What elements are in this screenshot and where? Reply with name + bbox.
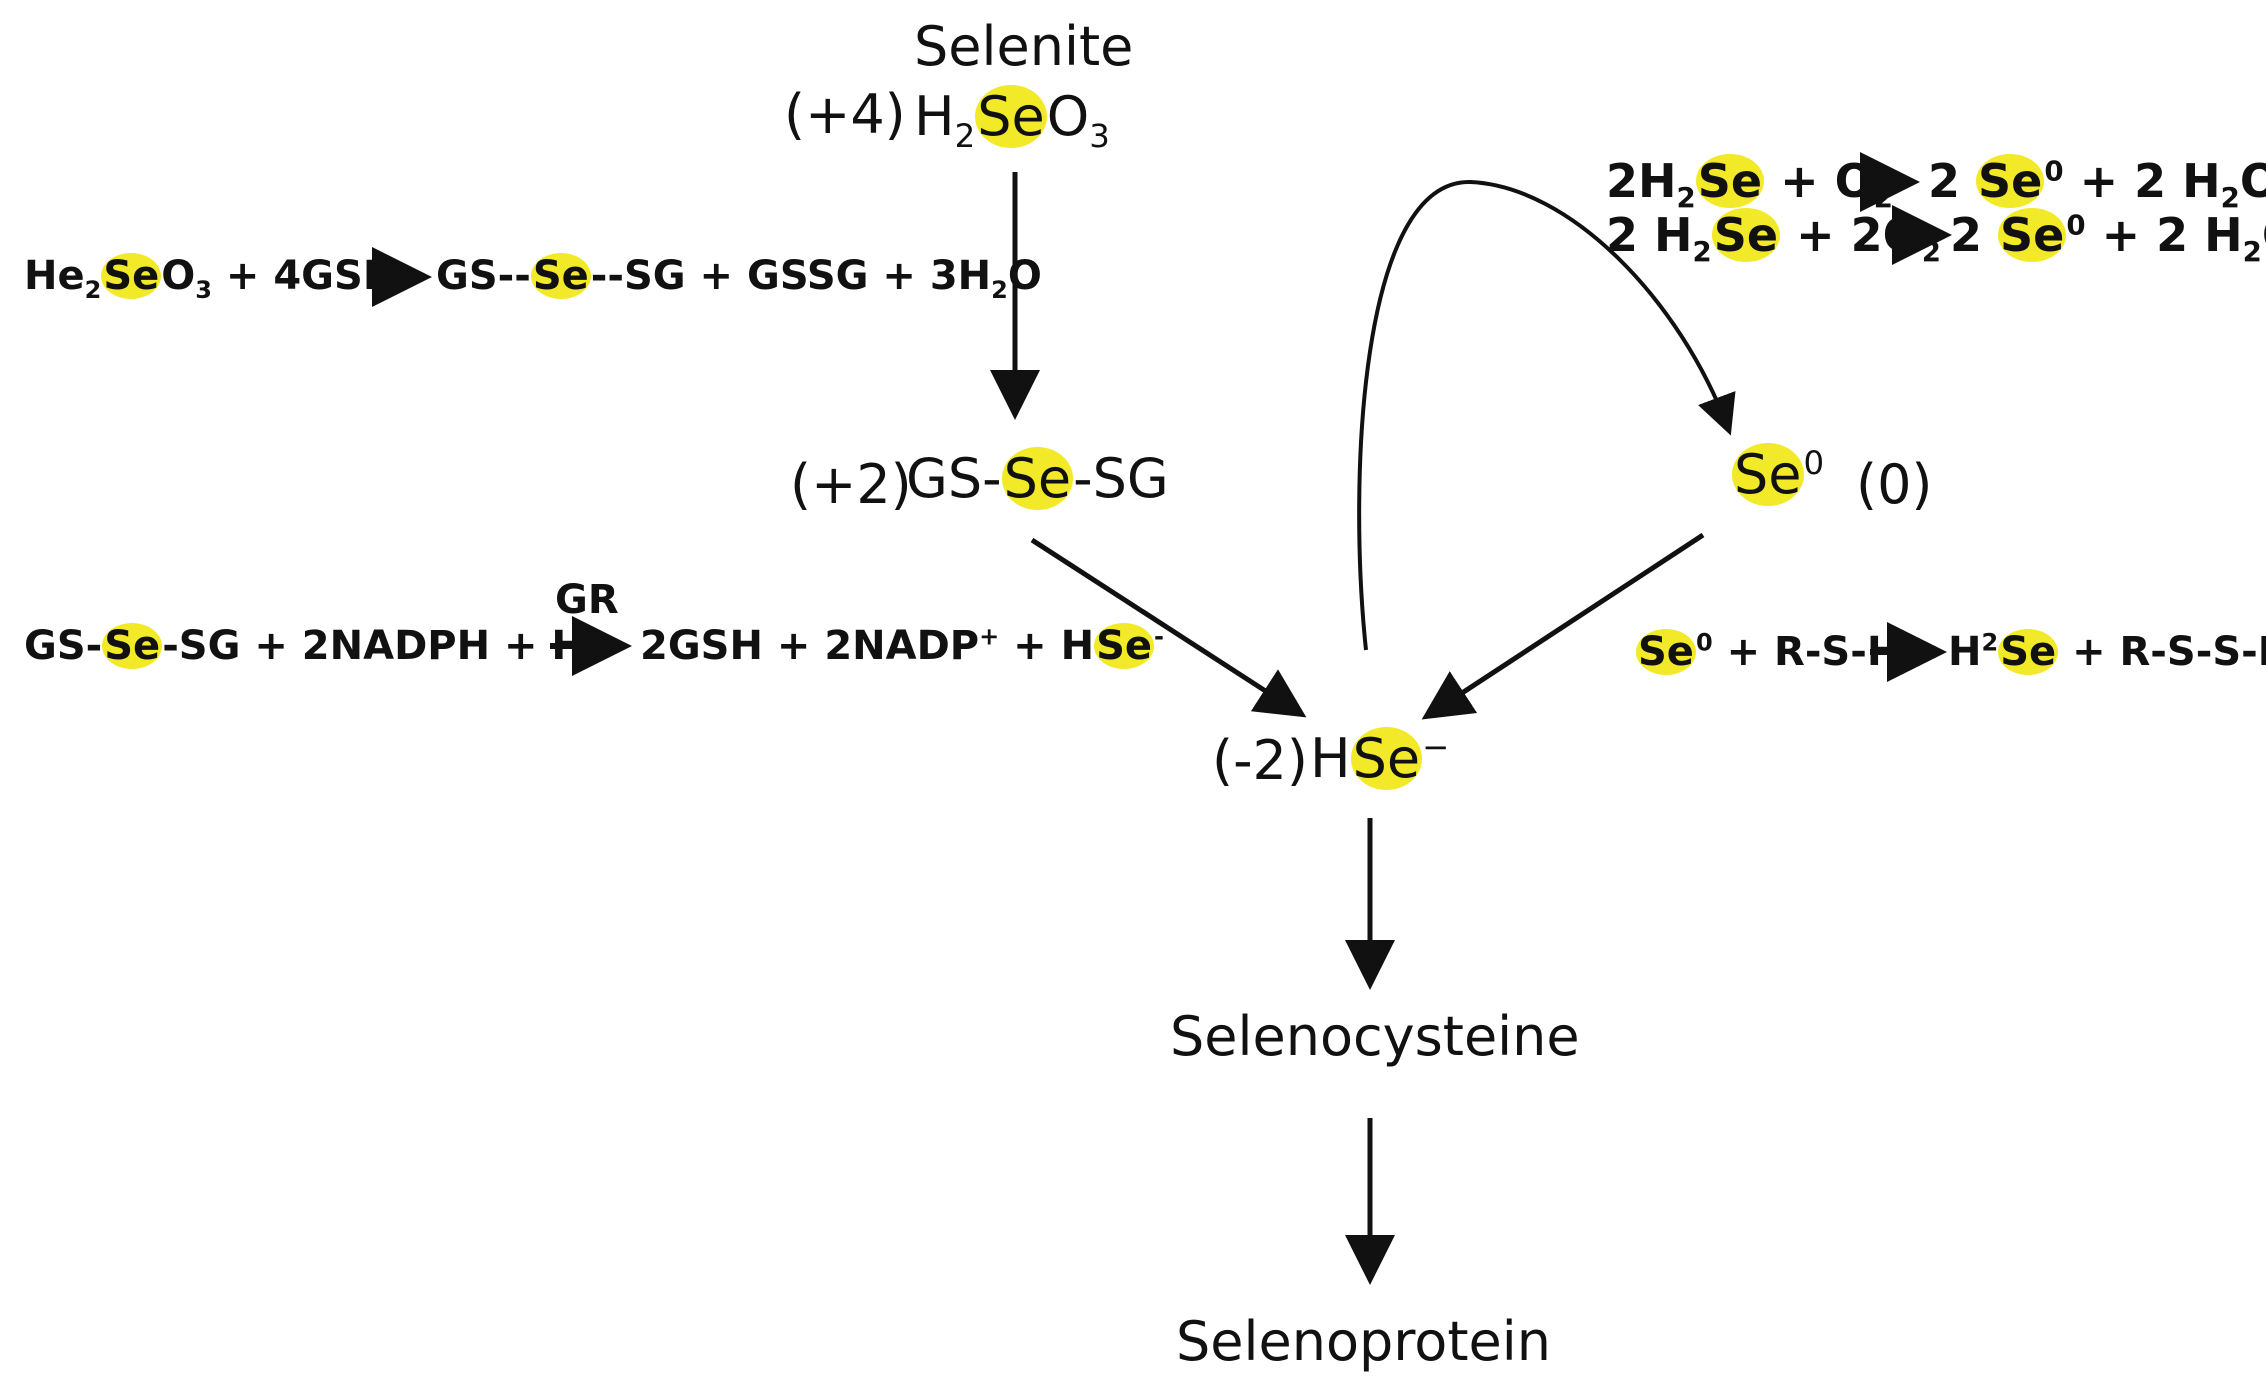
hse-oxidation-state: (-2) (1212, 729, 1308, 792)
se0-oxidation-state: (0) (1856, 453, 1933, 516)
selenocysteine-node: Selenocysteine (1170, 1005, 1580, 1068)
se-highlight: Se (1350, 727, 1423, 790)
reaction-r3-reactants: 2H2Se + O2 (1606, 154, 1893, 215)
se-highlight: Se (1695, 154, 1765, 208)
selenoprotein-node: Selenoprotein (1176, 1310, 1551, 1373)
se-highlight: Se (1636, 629, 1696, 675)
reaction-r3-products: 2 Se0 + 2 H2O (1928, 154, 2266, 215)
reaction-r5-reactants: Se0 + R-S-H (1636, 628, 1901, 675)
se-highlight: Se (1976, 154, 2045, 208)
arrow-hse-to-se0 (1357, 179, 1736, 651)
reaction-r5-products: H2Se + R-S-S-R (1948, 628, 2266, 675)
selenite-formula: H2SeO3 (914, 85, 1110, 155)
gsseSG-node: GS-Se-SG (906, 447, 1169, 510)
hse-node: HSe− (1310, 727, 1450, 790)
arrow-gsseSG-to-hse (1030, 537, 1307, 718)
reaction-r1-reactants: He2SeO3 + 4GSH (24, 253, 397, 304)
arrow-se0-to-hse (1421, 532, 1705, 720)
se-highlight: Se (1732, 443, 1804, 506)
se-highlight: Se (102, 623, 163, 669)
se-highlight: Se (530, 253, 591, 299)
reaction-r2-products: 2GSH + 2NADP+ + HSe- (640, 622, 1164, 669)
se-highlight: Se (1998, 629, 2059, 675)
reaction-r2-enzyme: GR (555, 577, 619, 623)
reaction-r1-products: GS--Se--SG + GSSG + 3H2O (436, 253, 1042, 304)
se-highlight: Se (1094, 623, 1155, 669)
gsseSG-oxidation-state: (+2) (790, 453, 912, 516)
se-highlight: Se (101, 253, 162, 299)
se-highlight: Se (975, 85, 1047, 148)
selenite-name: Selenite (914, 15, 1134, 78)
reaction-r4-reactants: 2 H2Se + 2O2 (1606, 208, 1941, 269)
se0-node: Se0 (1732, 443, 1825, 506)
se-highlight: Se (1001, 447, 1074, 510)
selenite-oxidation-state: (+4) (784, 83, 906, 146)
reaction-r2-reactants: GS-Se-SG + 2NADPH + H+ (24, 622, 606, 669)
se-highlight: Se (1998, 208, 2067, 262)
se-highlight: Se (1711, 208, 1781, 262)
